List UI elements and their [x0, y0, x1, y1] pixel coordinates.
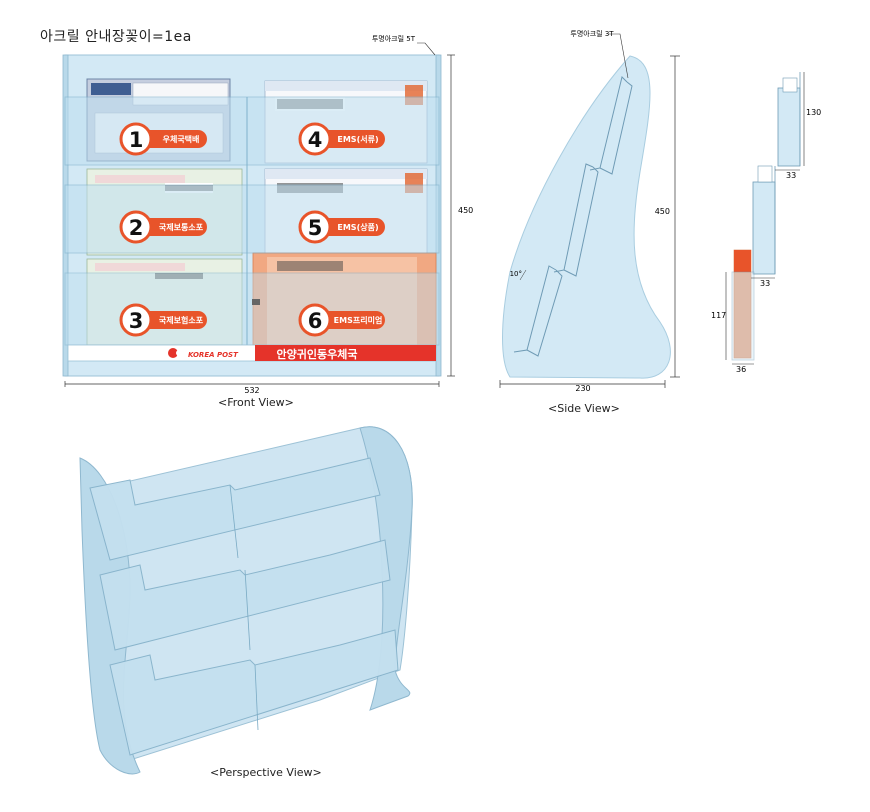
- pocket-dim-33b: 33: [760, 279, 770, 288]
- side-width-label: 230: [575, 384, 590, 392]
- panel-5-label: EMS(상품): [337, 222, 378, 232]
- panel-2-number: 2: [129, 216, 144, 240]
- front-view-drawing: 1 우체국택배 2 국제보통소포 3 국제보험소포 4 EMS(서류) 5 EM…: [62, 35, 473, 395]
- perspective-view-caption: <Perspective View>: [210, 766, 322, 779]
- front-view-caption: <Front View>: [218, 396, 294, 409]
- panel-6-number: 6: [308, 309, 323, 333]
- panel-3-label: 국제보험소포: [159, 315, 204, 325]
- office-name: 안양귀인동우체국: [277, 347, 358, 361]
- panel-2-label: 국제보통소포: [159, 222, 204, 232]
- side-view-caption: <Side View>: [548, 402, 620, 415]
- page-title: 아크릴 안내장꽂이=1ea: [40, 29, 192, 45]
- pocket-dim-36: 36: [736, 365, 746, 374]
- pocket-dim-33a: 33: [786, 171, 796, 180]
- front-height-label: 450: [458, 206, 473, 215]
- pocket-detail-drawing: 130 33 33 117 36: [711, 72, 821, 374]
- front-material-note: 투명아크릴 5T: [372, 35, 416, 43]
- panel-1-number: 1: [129, 128, 144, 152]
- panel-3-number: 3: [129, 309, 144, 333]
- side-angle-label: 10°: [510, 270, 522, 278]
- side-material-note: 투명아크릴 3T: [570, 29, 614, 38]
- front-width-label: 532: [244, 386, 259, 395]
- perspective-view-drawing: [79, 426, 413, 775]
- side-view-drawing: 10° 투명아크릴 3T 450 230: [499, 29, 680, 392]
- panel-4-label: EMS(서류): [337, 134, 378, 144]
- pocket-dim-117: 117: [711, 311, 726, 320]
- panel-5-number: 5: [308, 216, 323, 240]
- panel-4-number: 4: [308, 128, 323, 152]
- pocket-dim-130: 130: [806, 108, 821, 117]
- panel-1-label: 우체국택배: [163, 134, 200, 144]
- korea-post-logo: KOREA POST: [188, 351, 239, 359]
- panel-6-label: EMS프리미엄: [334, 315, 383, 325]
- side-height-label: 450: [655, 207, 670, 216]
